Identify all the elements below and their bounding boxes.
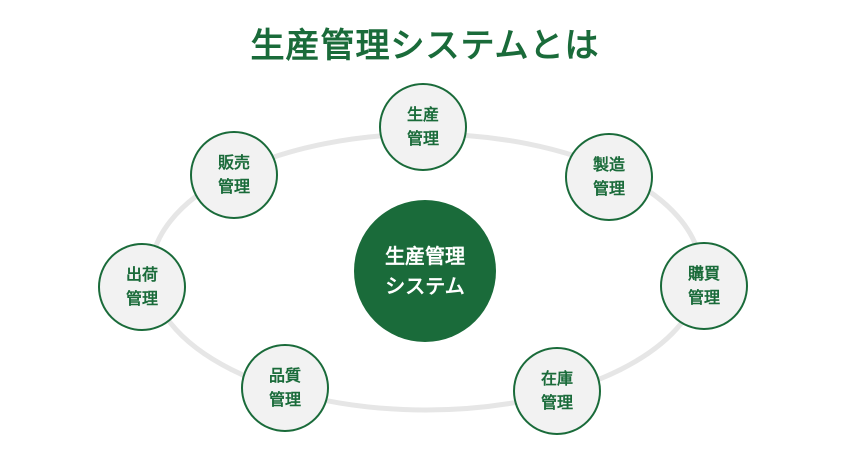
node-label-line1: 品質 [268,366,301,385]
node-label-line2: 管理 [540,393,573,412]
center-node-production-system: 生産管理 システム [354,200,496,342]
node-quality-management: 品質 管理 [241,344,329,432]
page-title: 生産管理システムとは [250,26,600,66]
node-label-line2: 管理 [125,289,158,308]
center-node-line2: システム [385,274,465,298]
node-manufacturing-management: 製造 管理 [565,133,653,221]
node-purchasing-management: 購買 管理 [660,242,748,330]
node-production-management: 生産 管理 [379,83,467,171]
node-label-line1: 在庫 [540,369,573,388]
node-label-line1: 製造 [592,155,625,174]
node-label-line2: 管理 [592,179,625,198]
node-label-line2: 管理 [687,288,720,307]
node-label-line1: 出荷 [125,265,158,284]
node-label-line2: 管理 [268,390,301,409]
center-node-line1: 生産管理 [385,244,465,268]
node-sales-management: 販売 管理 [190,131,278,219]
node-label-line1: 生産 [406,105,439,124]
node-label-line1: 販売 [217,153,250,172]
node-label-line2: 管理 [217,177,250,196]
node-label-line1: 購買 [687,264,720,283]
node-shipping-management: 出荷 管理 [98,243,186,331]
node-label-line2: 管理 [406,129,439,148]
node-inventory-management: 在庫 管理 [513,347,601,435]
